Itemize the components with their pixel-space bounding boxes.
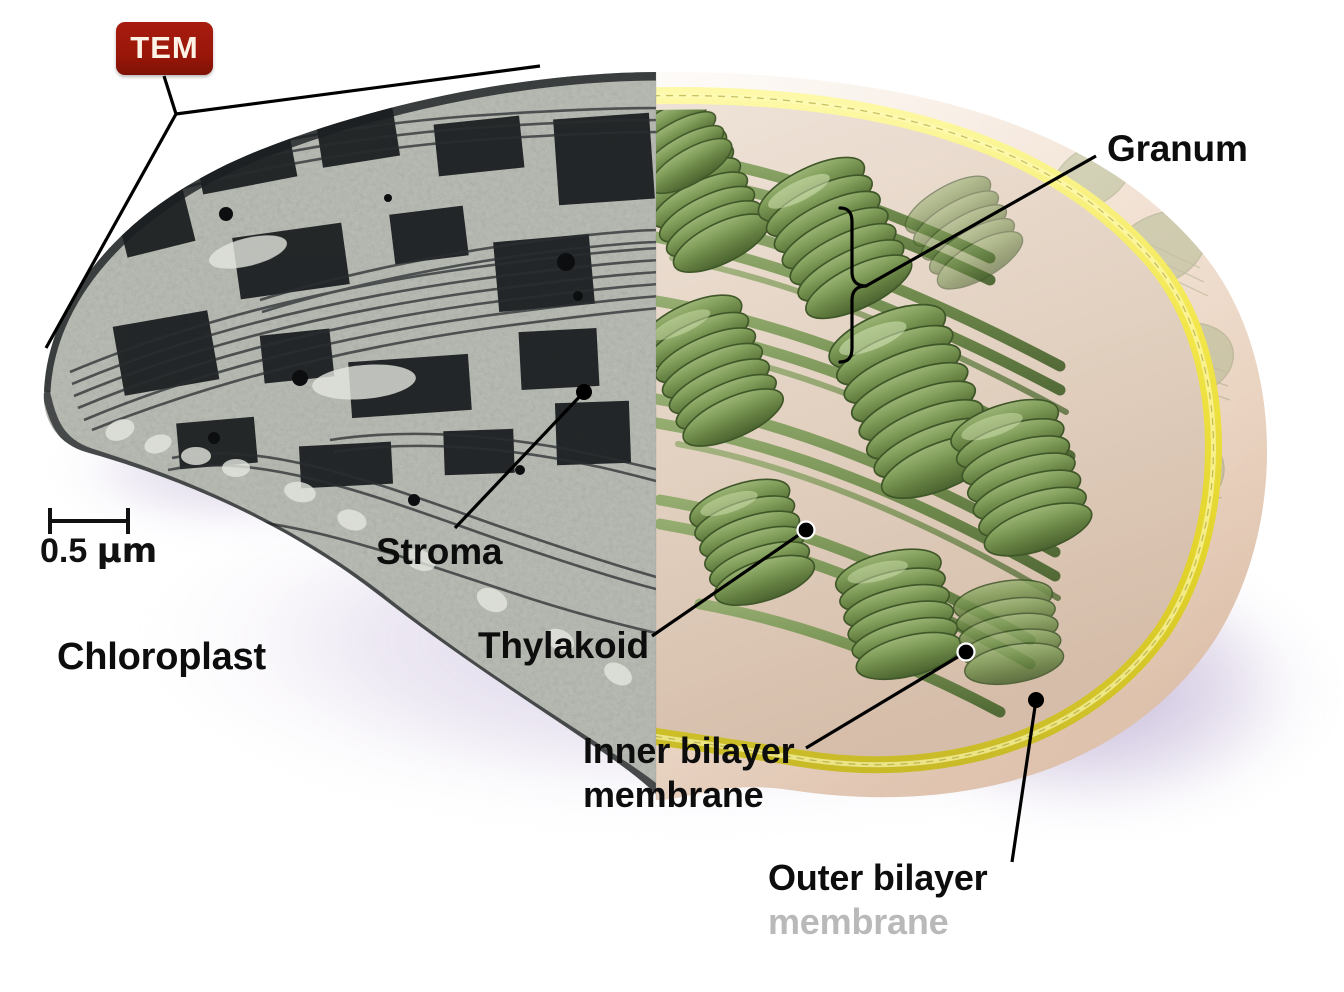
label-inner-line1: Inner bilayer — [583, 730, 795, 771]
tem-badge: TEM — [116, 22, 213, 75]
granum-stack — [834, 548, 963, 681]
granum-brace — [838, 206, 868, 364]
label-stroma: Stroma — [376, 531, 503, 572]
granum-stack — [950, 398, 1093, 557]
label-outer-line1: Outer bilayer — [768, 857, 988, 898]
tem-badge-label: TEM — [130, 30, 199, 65]
scale-bar-label: 0.5 µm — [40, 531, 157, 571]
leader-granum — [865, 154, 1097, 288]
label-inner-line2: membrane — [583, 773, 764, 815]
label-inner-bilayer-membrane: Inner bilayer membrane — [583, 729, 795, 817]
leader-thylakoid — [651, 528, 807, 638]
granum-stack — [757, 156, 913, 320]
scale-bar-value: 0.5 — [40, 532, 88, 570]
label-outer-bilayer-membrane: Outer bilayer membrane — [768, 856, 988, 944]
leader-outer-membrane — [1010, 699, 1038, 863]
label-granum: Granum — [1107, 128, 1248, 169]
granum-stack — [656, 294, 784, 447]
label-outer-line2: membrane — [768, 900, 949, 942]
granum-stack — [904, 175, 1024, 290]
leader-inner-membrane — [805, 650, 967, 750]
inner-bilayer-membrane — [656, 87, 1222, 774]
leader-end-dots — [576, 384, 1044, 708]
granum-stack — [656, 109, 733, 195]
scale-bar — [48, 508, 130, 534]
leader-tem-left — [44, 113, 178, 349]
granum-stack — [689, 478, 816, 607]
label-thylakoid: Thylakoid — [478, 625, 649, 666]
thylakoid-system — [656, 109, 1093, 718]
label-chloroplast: Chloroplast — [57, 636, 266, 678]
illustration-half — [656, 72, 1268, 800]
leader-lines — [44, 64, 1097, 863]
scale-bar-unit: µm — [96, 531, 158, 571]
leader-stroma — [453, 390, 586, 530]
